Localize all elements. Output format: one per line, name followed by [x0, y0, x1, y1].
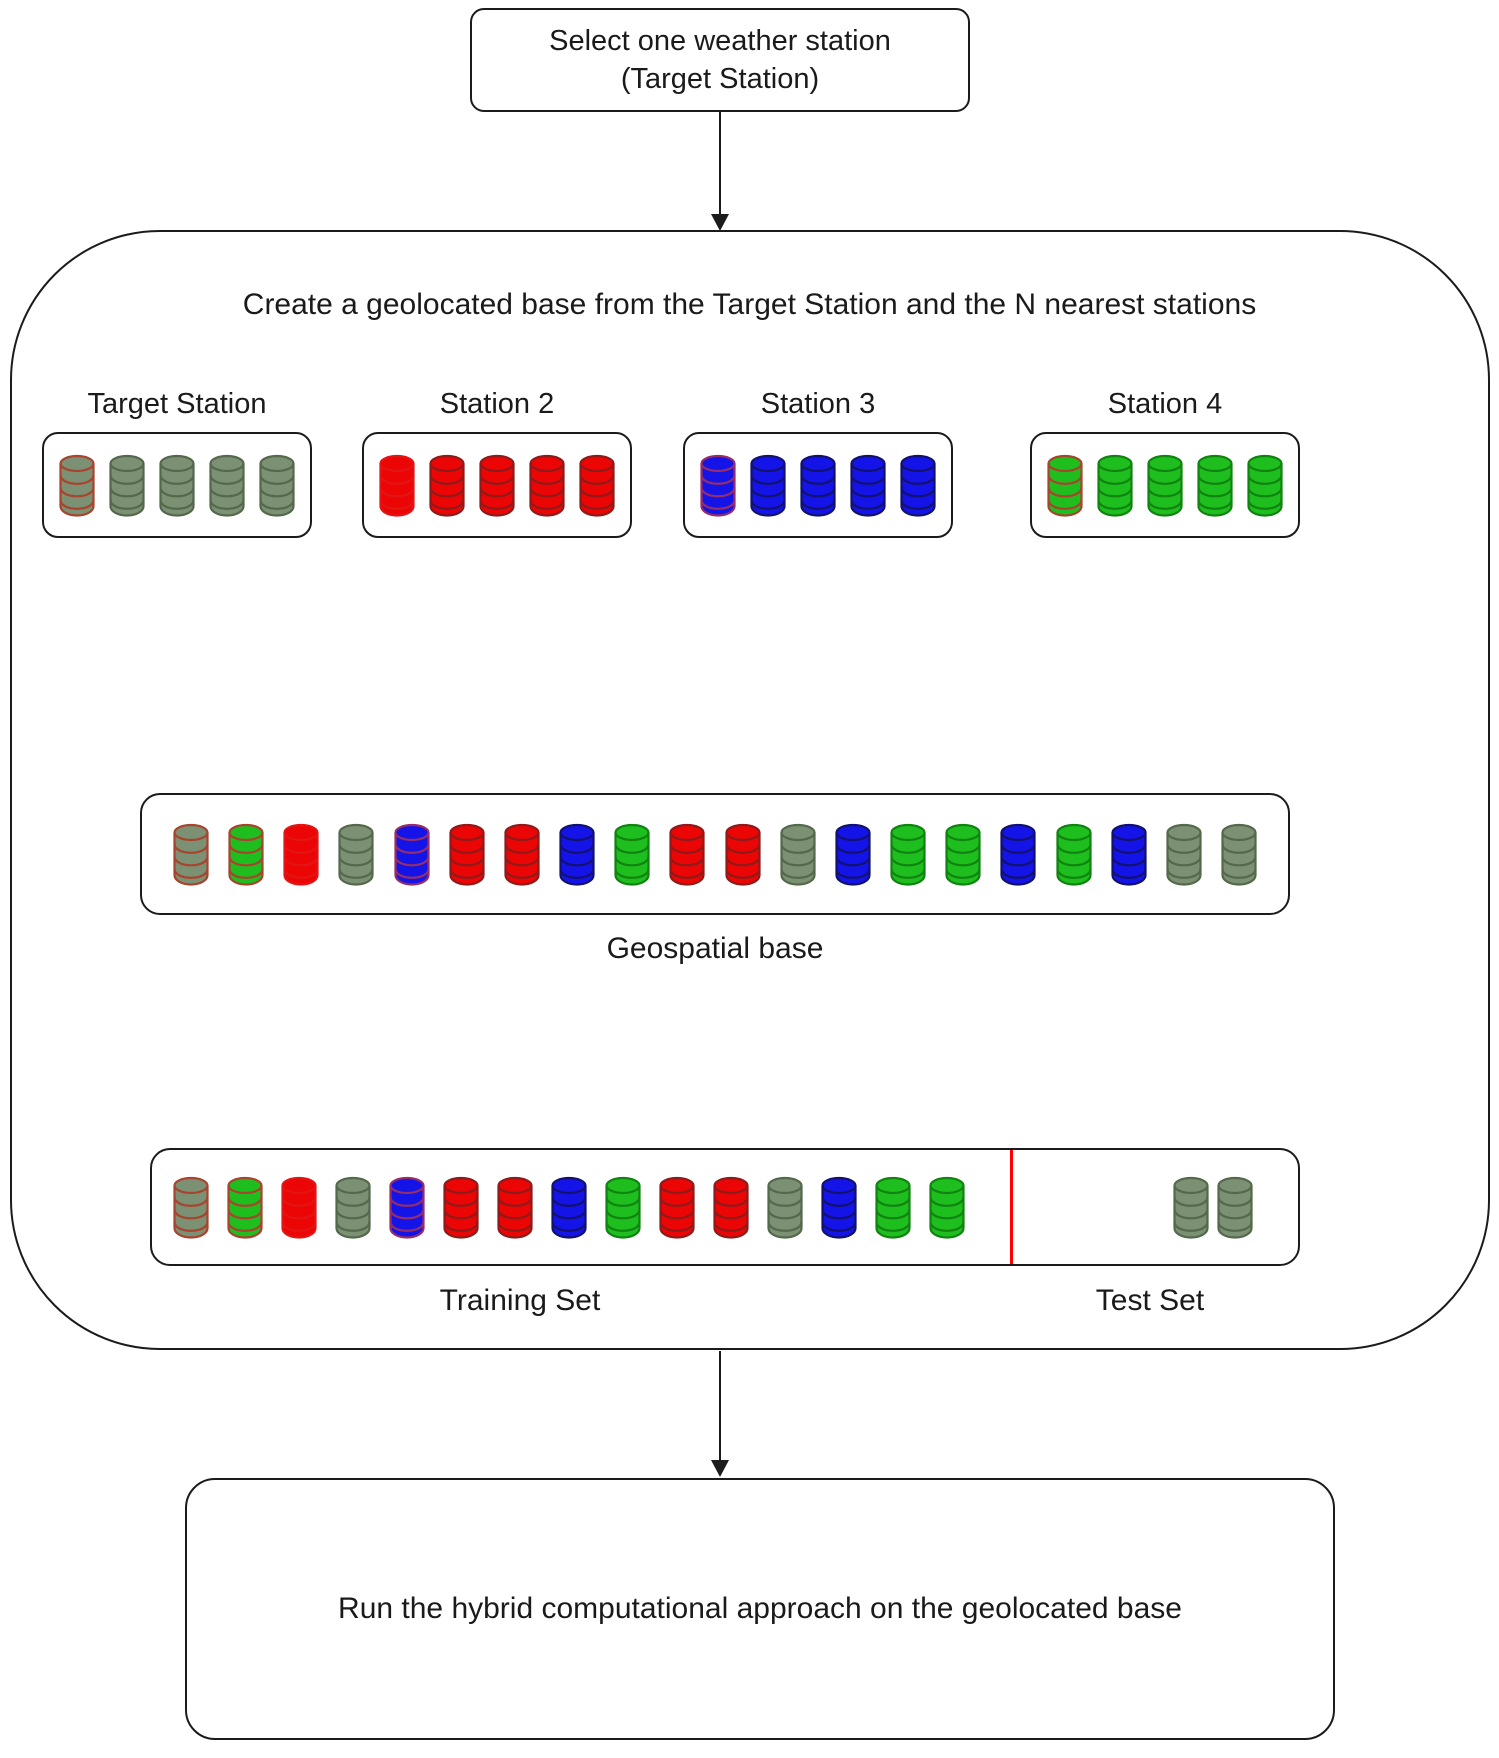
database-icon	[945, 823, 981, 886]
station2-box	[362, 432, 632, 538]
database-icon	[1221, 823, 1257, 886]
database-icon	[850, 454, 886, 517]
database-icon	[1173, 1176, 1209, 1239]
training-set-row	[172, 1150, 966, 1264]
database-icon	[1166, 823, 1202, 886]
database-icon	[449, 823, 485, 886]
station4-label: Station 4	[1107, 388, 1223, 420]
geospatial-base-box	[140, 793, 1290, 915]
database-icon	[821, 1176, 857, 1239]
database-icon	[379, 454, 415, 517]
database-icon	[614, 823, 650, 886]
database-icon	[605, 1176, 641, 1239]
database-icon	[259, 454, 295, 517]
database-icon	[529, 454, 565, 517]
database-icon	[551, 1176, 587, 1239]
database-icon	[1247, 454, 1283, 517]
database-icon	[109, 454, 145, 517]
test-set-label: Test Set	[1095, 1284, 1205, 1317]
database-icon	[559, 823, 595, 886]
database-icon	[1055, 823, 1092, 886]
database-icon	[875, 1176, 911, 1239]
run-approach-box: Run the hybrid computational approach on…	[185, 1478, 1335, 1740]
database-icon	[1097, 454, 1133, 517]
database-icon	[479, 454, 515, 517]
database-icon	[394, 823, 430, 886]
train-test-divider	[1010, 1150, 1013, 1264]
test-set-row	[1172, 1150, 1254, 1264]
database-icon	[1217, 1176, 1253, 1239]
database-icon	[1047, 454, 1083, 517]
database-icon	[713, 1176, 749, 1239]
database-icon	[724, 823, 761, 886]
database-icon	[579, 454, 615, 517]
station2-label: Station 2	[439, 388, 555, 420]
database-icon	[1000, 823, 1036, 886]
database-icon	[159, 454, 195, 517]
database-icon	[800, 454, 836, 517]
database-icon	[659, 1176, 695, 1239]
database-icon	[929, 1176, 965, 1239]
select-station-box: Select one weather station (Target Stati…	[470, 8, 970, 112]
station4-box	[1030, 432, 1300, 538]
database-icon	[1147, 454, 1183, 517]
database-icon	[173, 1176, 209, 1239]
database-icon	[900, 454, 936, 517]
database-icon	[338, 823, 375, 886]
target-station-box	[42, 432, 312, 538]
database-icon	[227, 1176, 263, 1239]
database-icon	[890, 823, 926, 886]
geospatial-base-label: Geospatial base	[606, 932, 824, 965]
database-icon	[750, 454, 786, 517]
station3-box	[683, 432, 953, 538]
train-test-box	[150, 1148, 1300, 1266]
target-station-label: Target Station	[87, 388, 267, 420]
container-title: Create a geolocated base from the Target…	[242, 288, 1257, 321]
database-icon	[700, 454, 736, 517]
database-icon	[497, 1176, 533, 1239]
database-icon	[669, 823, 706, 886]
database-icon	[780, 823, 816, 886]
database-icon	[209, 454, 245, 517]
database-icon	[283, 823, 319, 886]
database-icon	[335, 1176, 371, 1239]
database-icon	[443, 1176, 479, 1239]
training-set-label: Training Set	[439, 1284, 601, 1317]
database-icon	[429, 454, 465, 517]
database-icon	[173, 823, 209, 886]
database-icon	[281, 1176, 317, 1239]
database-icon	[767, 1176, 803, 1239]
database-icon	[59, 454, 95, 517]
database-icon	[389, 1176, 425, 1239]
database-icon	[504, 823, 540, 886]
database-icon	[1111, 823, 1147, 886]
station3-label: Station 3	[760, 388, 876, 420]
database-icon	[228, 823, 264, 886]
database-icon	[1197, 454, 1233, 517]
database-icon	[835, 823, 871, 886]
arrowhead-top	[711, 214, 729, 231]
arrowhead-bottom	[711, 1460, 729, 1477]
